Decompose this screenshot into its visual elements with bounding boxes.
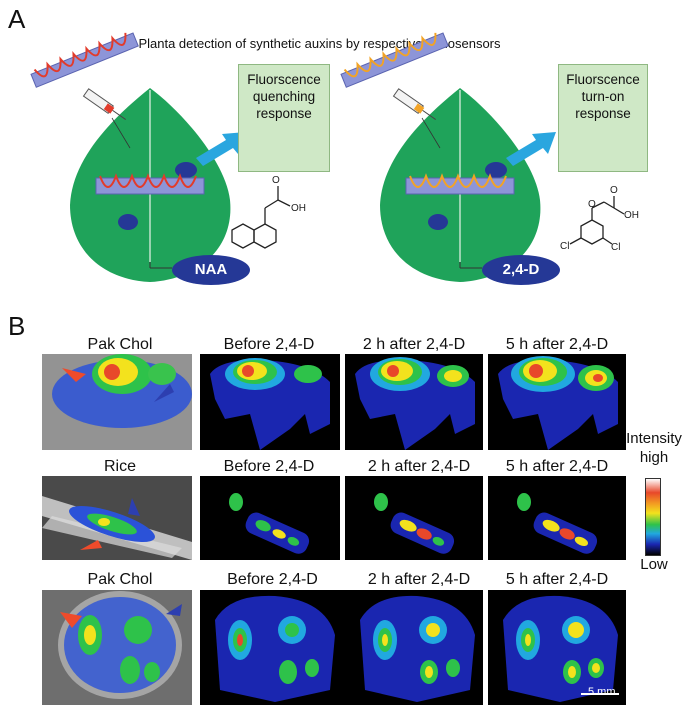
svg-text:OH: OH (291, 203, 306, 214)
svg-text:O: O (588, 199, 596, 210)
row1-red-arrow-icon (62, 368, 86, 382)
left-sensor-syringe (30, 32, 139, 149)
row3-col3-header: 5 h after 2,4-D (505, 571, 609, 588)
svg-text:O: O (272, 175, 280, 186)
naa-pill: NAA (172, 255, 250, 285)
row2-col3-header: 5 h after 2,4-D (505, 458, 609, 475)
row3-col2-image (345, 590, 483, 705)
row3-col1-header: Before 2,4-D (227, 571, 318, 588)
row2-label: Rice (103, 458, 136, 475)
svg-text:OH: OH (624, 210, 639, 221)
row1-col1-header: Before 2,4-D (223, 336, 315, 353)
intensity-colorbar (645, 478, 661, 556)
left-blue-arrow (196, 132, 246, 166)
left-response-text: Fluorscence quenching response (247, 72, 321, 121)
row3-label: Pak Chol (87, 571, 153, 588)
panel-b-letter: B (8, 311, 26, 341)
right-blue-arrow (506, 132, 556, 166)
row2-red-arrow-icon (80, 540, 102, 550)
naa-structure: O OH (231, 175, 306, 249)
row3-photo (42, 590, 192, 705)
svg-text:Cl: Cl (611, 242, 620, 253)
row3-red-arrow-icon (60, 612, 82, 628)
row2-col2-image (345, 476, 483, 560)
left-nanotube (95, 173, 205, 195)
row1-photo (42, 354, 192, 450)
row2-col1-header: Before 2,4-D (223, 458, 315, 475)
row1-blue-arrow-icon (154, 384, 174, 402)
right-nanotube (405, 173, 515, 195)
row3-col2-header: 2 h after 2,4-D (367, 571, 471, 588)
row1-col3-header: 5 h after 2,4-D (505, 336, 609, 353)
panel-a-title: In Planta detection of synthetic auxins … (124, 36, 501, 51)
row3-col1-image (200, 590, 345, 705)
row2-col2-header: 2 h after 2,4-D (367, 458, 471, 475)
row1-col2-image (345, 354, 483, 450)
intensity-high-label: high (639, 449, 669, 466)
row3-blue-arrow-icon (166, 604, 182, 616)
row2-col3-image (488, 476, 626, 560)
panel-a-letter: A (8, 4, 26, 34)
left-response-box: Fluorscence quenching response (238, 64, 330, 172)
row1-col3-image (488, 354, 626, 450)
row2-photo (42, 476, 192, 560)
right-response-box: Fluorscence turn-on response (558, 64, 648, 172)
row1-label: Pak Chol (87, 336, 153, 353)
svg-text:O: O (610, 185, 618, 196)
intensity-title: Intensity (626, 430, 682, 447)
row1-col2-header: 2 h after 2,4-D (362, 336, 466, 353)
row1-col1-image (200, 354, 340, 450)
right-response-text: Fluorscence turn-on response (566, 72, 640, 121)
row2-blue-arrow-icon (128, 498, 140, 516)
row3-col3-image (488, 590, 626, 705)
right-sensor-syringe (340, 32, 449, 149)
24d-pill: 2,4-D (482, 255, 560, 285)
24d-structure: Cl Cl O O OH (560, 185, 639, 253)
intensity-low-label: Low (640, 556, 668, 573)
scalebar-label: 5 mm (588, 686, 616, 698)
svg-text:Cl: Cl (560, 241, 569, 252)
row2-col1-image (200, 476, 340, 560)
panel-a-illustration: O OH (30, 32, 639, 282)
scalebar-line (581, 693, 619, 695)
